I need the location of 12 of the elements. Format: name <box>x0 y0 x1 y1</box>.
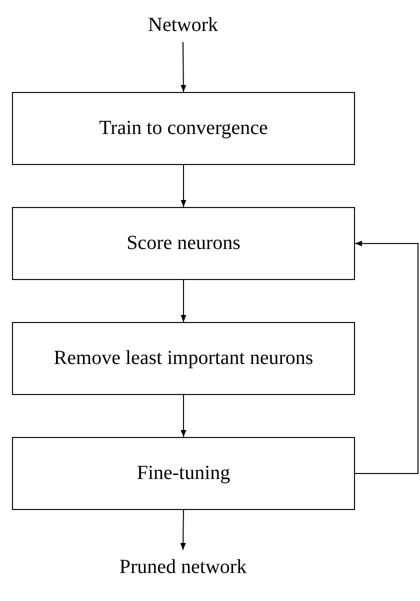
process-box: Score neurons <box>12 207 355 280</box>
process-box: Train to convergence <box>12 92 355 165</box>
arrow <box>354 240 418 474</box>
arrow <box>180 510 186 550</box>
flow-label: Network <box>123 8 243 42</box>
arrow <box>180 280 186 322</box>
process-box: Fine-tuning <box>12 437 355 510</box>
arrow <box>180 42 186 92</box>
process-box: Remove least important neurons <box>12 322 355 395</box>
arrow <box>180 164 186 208</box>
arrow <box>180 394 186 438</box>
flow-label: Pruned network <box>93 550 273 584</box>
